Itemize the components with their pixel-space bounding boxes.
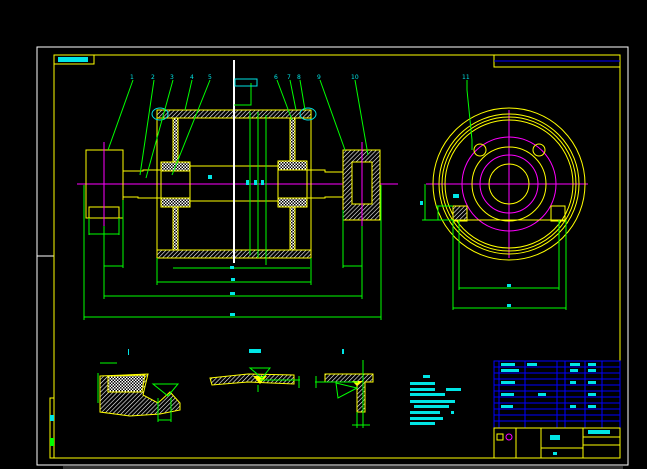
balloon-10: 10 (351, 74, 359, 81)
side-view (420, 80, 588, 310)
balloon-8: 8 (297, 74, 301, 81)
balloon-11: 11 (462, 74, 470, 81)
balloon-3: 3 (170, 74, 174, 81)
balloon-4: 4 (190, 74, 194, 81)
balloon-7: 7 (287, 74, 291, 81)
detail-view-2 (209, 349, 300, 392)
horizontal-scrollbar[interactable] (63, 466, 623, 469)
balloon-5: 5 (208, 74, 212, 81)
balloon-9: 9 (317, 74, 321, 81)
drawing-border (36, 46, 629, 469)
part-balloons: 1 2 3 4 5 6 7 8 9 10 11 (130, 74, 470, 81)
drawing-number-label (58, 57, 88, 62)
technical-notes (410, 375, 461, 425)
parts-list (493, 360, 621, 429)
detail-view-1 (97, 349, 181, 422)
balloon-1: 1 (130, 74, 134, 81)
title-block (493, 427, 621, 459)
front-section-view: 1 2 3 4 5 6 7 8 9 10 11 (77, 60, 470, 320)
detail-view-3 (315, 349, 374, 428)
balloon-6: 6 (274, 74, 278, 81)
balloon-2: 2 (151, 74, 155, 81)
